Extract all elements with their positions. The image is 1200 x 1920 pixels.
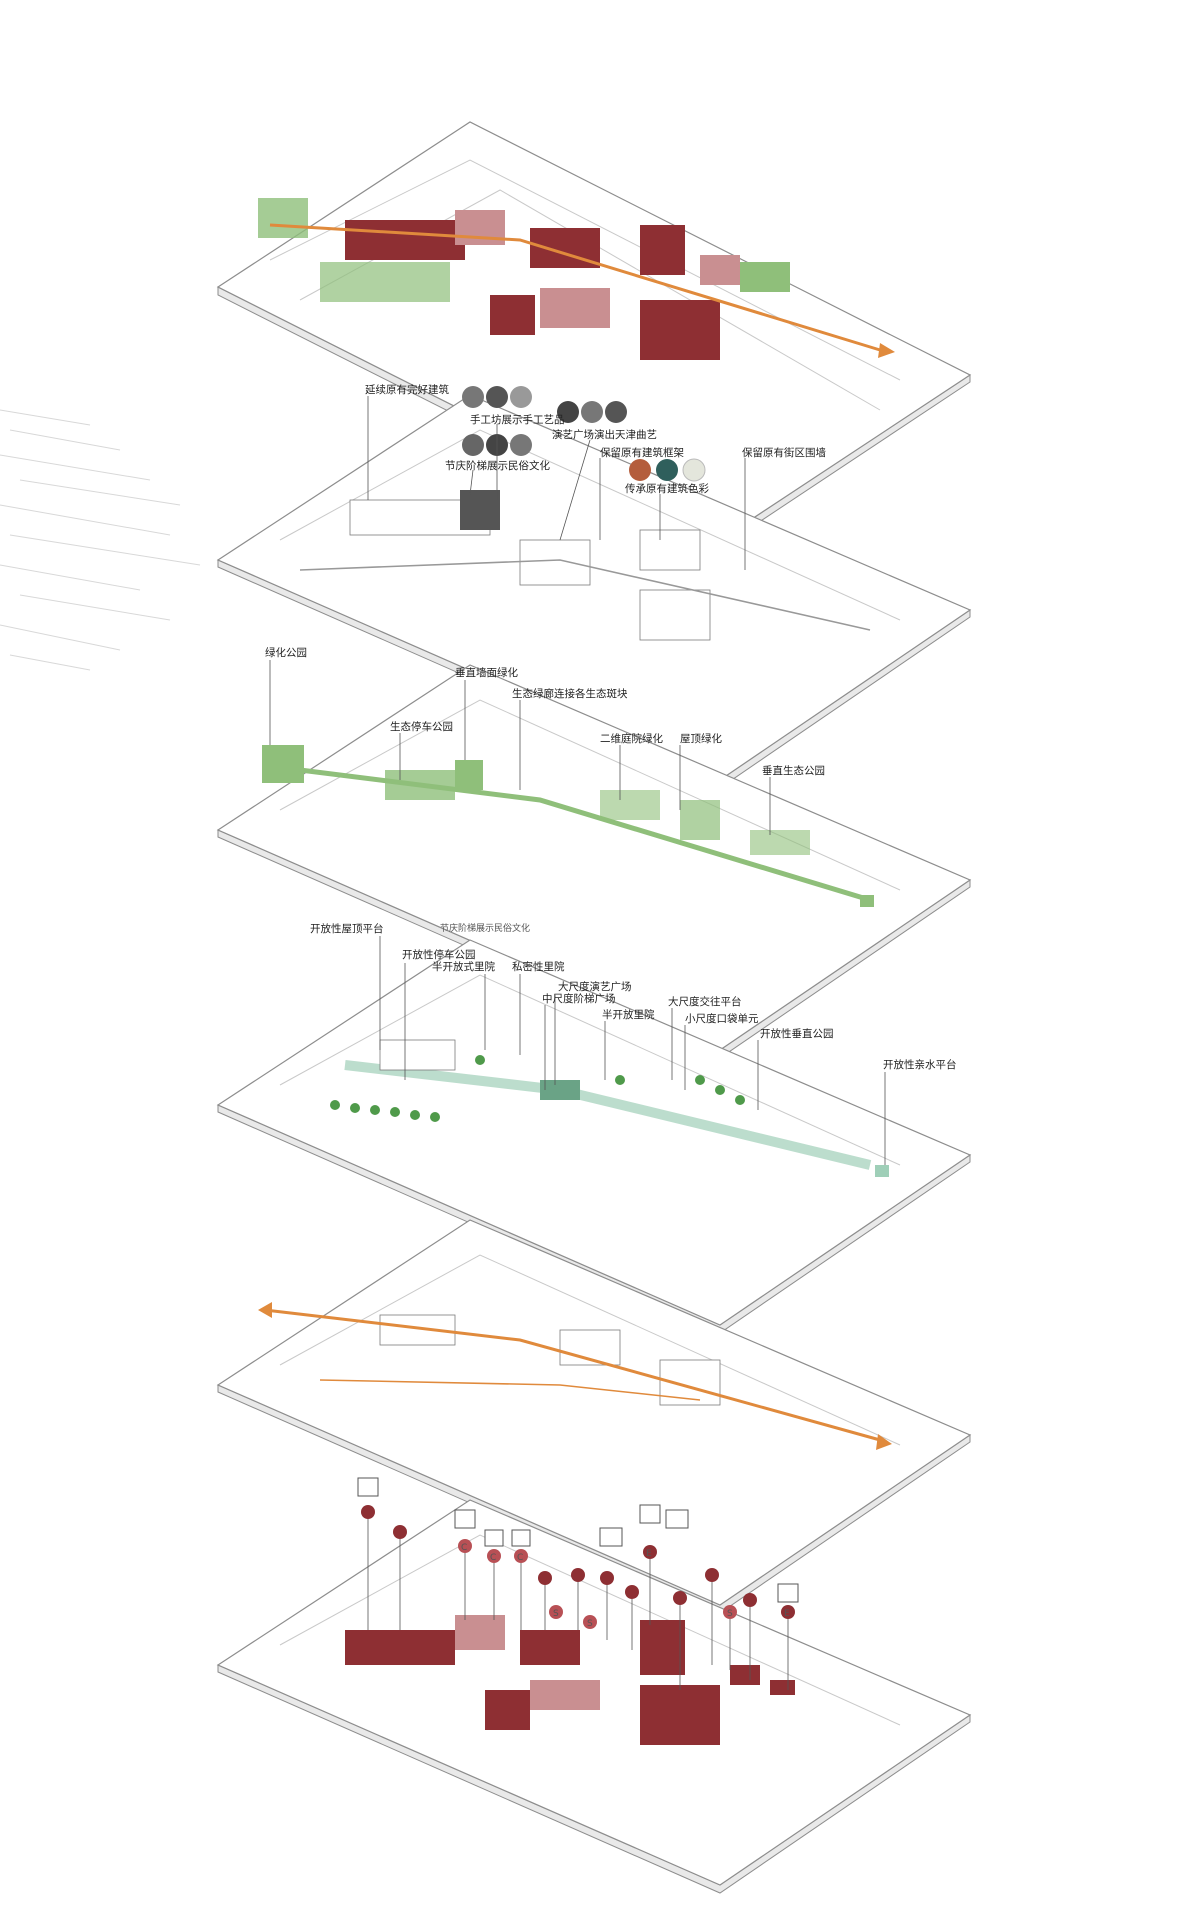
label-workshop: 手工坊展示手工艺品 xyxy=(470,413,565,426)
pink-building xyxy=(540,288,610,328)
label-open-water: 开放性亲水平台 xyxy=(883,1058,957,1071)
thumbnail-icon xyxy=(486,386,508,408)
pink-building xyxy=(700,255,740,285)
label-open-parking: 开放性停车公园 xyxy=(402,948,476,961)
activity-icon xyxy=(665,1509,689,1529)
label-semi-open-lane: 半开放里院 xyxy=(602,1008,655,1021)
label-open-roof: 开放性屋顶平台 xyxy=(310,922,384,935)
activity-icon xyxy=(357,1477,379,1497)
green-block xyxy=(750,830,810,855)
thumbnail-icon xyxy=(557,401,579,423)
layer-3-greening: 绿化公园 垂直墙面绿化 生态绿廊连接各生态斑块 生态停车公园 二维庭院绿化 屋顶… xyxy=(216,646,972,1059)
main-route xyxy=(264,1308,881,1442)
thumbnail-icon xyxy=(605,401,627,423)
activity-icon xyxy=(511,1529,531,1547)
pink-building xyxy=(455,1615,505,1650)
plaza-block xyxy=(540,1080,580,1100)
thumbnail-icon xyxy=(462,434,484,456)
label-ghost-festival: 节庆阶梯展示民俗文化 xyxy=(440,922,530,934)
green-block xyxy=(455,760,483,790)
green-park-block xyxy=(262,745,304,783)
label-courtyard-green: 二维庭院绿化 xyxy=(600,732,663,745)
label-small-pocket: 小尺度口袋单元 xyxy=(685,1012,759,1025)
arrow-left-icon xyxy=(258,1302,272,1318)
marker-c-3: C xyxy=(517,1553,523,1563)
red-building xyxy=(770,1680,795,1695)
green-block xyxy=(600,790,660,820)
arrow-right-icon xyxy=(876,1434,892,1450)
red-building xyxy=(640,1620,685,1675)
marker-s-2: S xyxy=(587,1619,593,1629)
label-vertical-eco-park: 垂直生态公园 xyxy=(762,764,825,777)
red-building xyxy=(520,1630,580,1665)
label-festival-steps: 节庆阶梯展示民俗文化 xyxy=(445,459,550,472)
layer-5-circulation xyxy=(216,1219,972,1614)
marker-e-2: E xyxy=(784,1609,790,1619)
thumbnail-icon xyxy=(510,386,532,408)
label-large-platform: 大尺度交往平台 xyxy=(668,995,742,1008)
thumbnail-icon xyxy=(510,434,532,456)
label-semi-open-courtyard: 半开放式里院 xyxy=(432,960,495,973)
swatch-3 xyxy=(682,458,706,482)
thumbnail-icon xyxy=(581,401,603,423)
eco-corridor-line xyxy=(299,767,871,903)
label-vertical-wall-green: 垂直墙面绿化 xyxy=(455,666,518,679)
marker-c-2: C xyxy=(490,1553,496,1563)
label-keep-walls: 保留原有街区围墙 xyxy=(742,446,826,459)
layer-4-openness: 开放性屋顶平台 开放性停车公园 半开放式里院 私密性里院 大尺度演艺广场 中尺度… xyxy=(216,922,972,1334)
red-building xyxy=(485,1690,530,1730)
layer-1-overview xyxy=(216,121,972,549)
activity-icon xyxy=(639,1504,661,1524)
secondary-route xyxy=(319,1379,701,1401)
marker-c-1: C xyxy=(461,1543,467,1553)
pink-building xyxy=(530,1680,600,1710)
red-building xyxy=(730,1665,760,1685)
label-roof-green: 屋顶绿化 xyxy=(680,732,722,745)
background-hatching xyxy=(0,409,201,671)
label-inherit-colors: 传承原有建筑色彩 xyxy=(625,482,709,495)
label-extend-buildings: 延续原有完好建筑 xyxy=(365,383,449,396)
green-block xyxy=(860,895,874,907)
layer-2-heritage: 延续原有完好建筑 手工坊展示手工艺品 演艺广场演出天津曲艺 节庆阶梯展示民俗文化… xyxy=(216,383,972,789)
green-park-block xyxy=(258,198,308,238)
red-building xyxy=(345,1630,455,1665)
activity-icon xyxy=(599,1527,623,1547)
label-green-park: 绿化公园 xyxy=(265,646,307,659)
thumbnail-icon xyxy=(462,386,484,408)
label-large-plaza: 大尺度演艺广场 xyxy=(558,980,632,993)
function-pins xyxy=(357,1477,799,1690)
label-medium-steps: 中尺度阶梯广场 xyxy=(542,992,616,1005)
label-keep-frame: 保留原有建筑框架 xyxy=(600,446,684,459)
green-block xyxy=(385,770,455,800)
layer-6-functions: C C C S S E S E xyxy=(216,1477,972,1894)
red-building xyxy=(490,295,535,335)
red-building xyxy=(640,1685,720,1745)
label-eco-corridor: 生态绿廊连接各生态斑块 xyxy=(512,687,628,700)
green-block xyxy=(680,800,720,840)
activity-icon xyxy=(454,1509,476,1529)
label-performance-plaza: 演艺广场演出天津曲艺 xyxy=(552,428,657,441)
label-open-vertical-park: 开放性垂直公园 xyxy=(760,1027,834,1040)
swatch-2 xyxy=(656,459,678,481)
green-block xyxy=(740,262,790,292)
trees xyxy=(330,1055,745,1122)
swatch-1 xyxy=(629,459,651,481)
water-platform xyxy=(875,1165,889,1177)
red-building xyxy=(640,225,685,275)
label-eco-parking: 生态停车公园 xyxy=(390,720,453,733)
label-private-courtyard: 私密性里院 xyxy=(512,960,565,973)
marker-e-1: E xyxy=(646,1549,652,1559)
activity-icon xyxy=(484,1529,504,1547)
dark-building xyxy=(460,490,500,530)
arrow-icon xyxy=(878,343,895,358)
red-building xyxy=(640,300,720,360)
green-strip xyxy=(320,262,450,302)
red-building xyxy=(345,220,465,260)
marker-s-3: S xyxy=(727,1609,733,1619)
orange-route xyxy=(269,223,881,352)
activity-icon xyxy=(777,1583,799,1603)
marker-s-1: S xyxy=(553,1609,559,1619)
